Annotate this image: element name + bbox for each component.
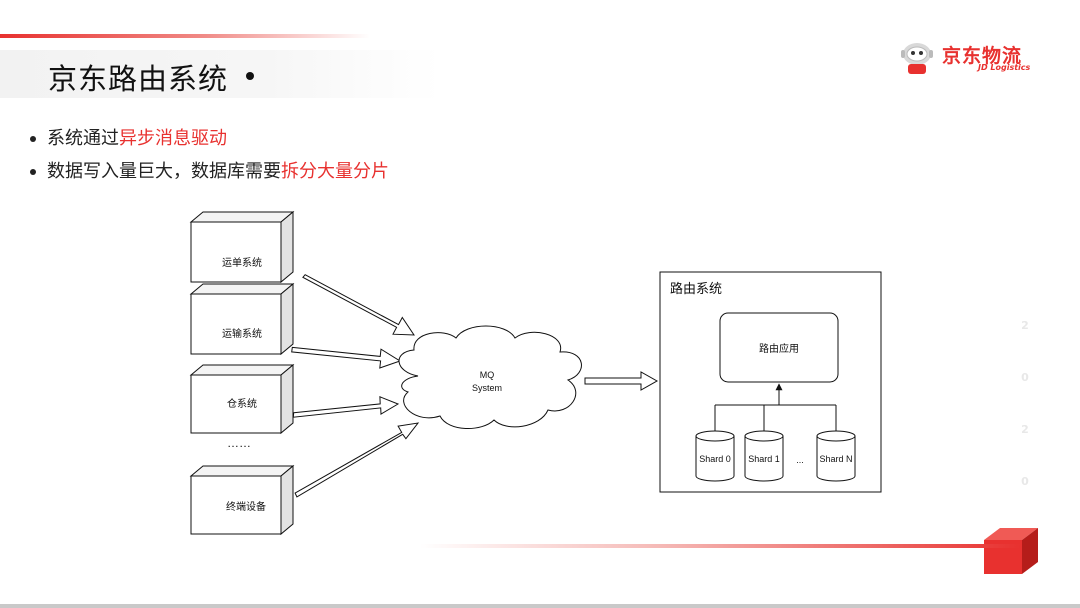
shard-label: Shard 0: [699, 454, 731, 464]
source-label: 运输系统: [222, 327, 262, 340]
brand-name-cn: 京东物流: [942, 45, 1023, 67]
source-box-warehouse: 仓系统: [189, 363, 295, 435]
page-title: 京东路由系统: [48, 62, 229, 96]
bullet-highlight: 拆分大量分片: [281, 161, 389, 182]
bullet-highlight: 异步消息驱动: [119, 128, 227, 149]
brand-name-en: JD Logistics: [978, 63, 1031, 72]
routing-app-label: 路由应用: [759, 342, 799, 355]
bullet-text: 数据写入量巨大，数据库需要: [47, 161, 281, 182]
arrow-mq-to-routing: [584, 371, 659, 391]
bullet-item: 数据写入量巨大，数据库需要拆分大量分片: [30, 155, 389, 188]
year-watermark: 2 0 2 0: [1017, 300, 1033, 508]
arrow-warehouse-to-mq: [292, 396, 400, 418]
year-digit: 2: [1021, 319, 1029, 332]
source-box-terminal: 终端设备: [189, 464, 295, 536]
bullet-list: 系统通过异步消息驱动 数据写入量巨大，数据库需要拆分大量分片: [30, 122, 389, 188]
source-label: 运单系统: [222, 256, 262, 269]
routing-system-title: 路由系统: [670, 281, 722, 296]
source-box-waybill: 运单系统: [189, 210, 295, 284]
shard-ellipsis: ...: [796, 455, 804, 465]
mq-label-line1: MQ: [480, 370, 495, 380]
bullet-dot: [30, 168, 36, 175]
arrow-transport-to-mq: [291, 346, 402, 369]
bottom-border: [0, 604, 1080, 608]
title-dot: [246, 72, 254, 80]
bottom-accent-line: [420, 544, 1020, 548]
shard-label: Shard N: [819, 454, 852, 464]
arrow-terminal-to-mq: [294, 422, 420, 498]
shard-cylinder: Shard 1: [744, 430, 784, 482]
year-digit: 0: [1021, 475, 1029, 488]
shard-cylinder: Shard 0: [695, 430, 735, 482]
red-cube-decoration: [984, 528, 1038, 574]
source-box-transport: 运输系统: [189, 282, 295, 356]
routing-system-box: 路由系统 路由应用 Shard 0 Shard 1 ... Shard N: [659, 271, 882, 493]
mq-label-line2: System: [472, 383, 502, 393]
bullet-item: 系统通过异步消息驱动: [30, 122, 389, 155]
mq-system-cloud: MQ System: [398, 325, 582, 430]
source-ellipsis: ……: [227, 436, 251, 450]
routing-app-box: [719, 312, 839, 383]
year-digit: 2: [1021, 423, 1029, 436]
source-label: 终端设备: [226, 500, 266, 513]
title-band: [0, 50, 440, 98]
bullet-text: 系统通过: [47, 128, 119, 149]
source-label: 仓系统: [227, 397, 257, 410]
jd-mascot-icon: [901, 43, 933, 74]
shard-cylinder: Shard N: [816, 430, 856, 482]
arrow-waybill-to-mq: [302, 274, 415, 336]
year-digit: 0: [1021, 371, 1029, 384]
jd-logistics-logo: 京东物流 JD Logistics: [896, 40, 1036, 76]
bullet-dot: [30, 135, 36, 142]
top-accent-line: [0, 34, 370, 38]
shard-label: Shard 1: [748, 454, 780, 464]
